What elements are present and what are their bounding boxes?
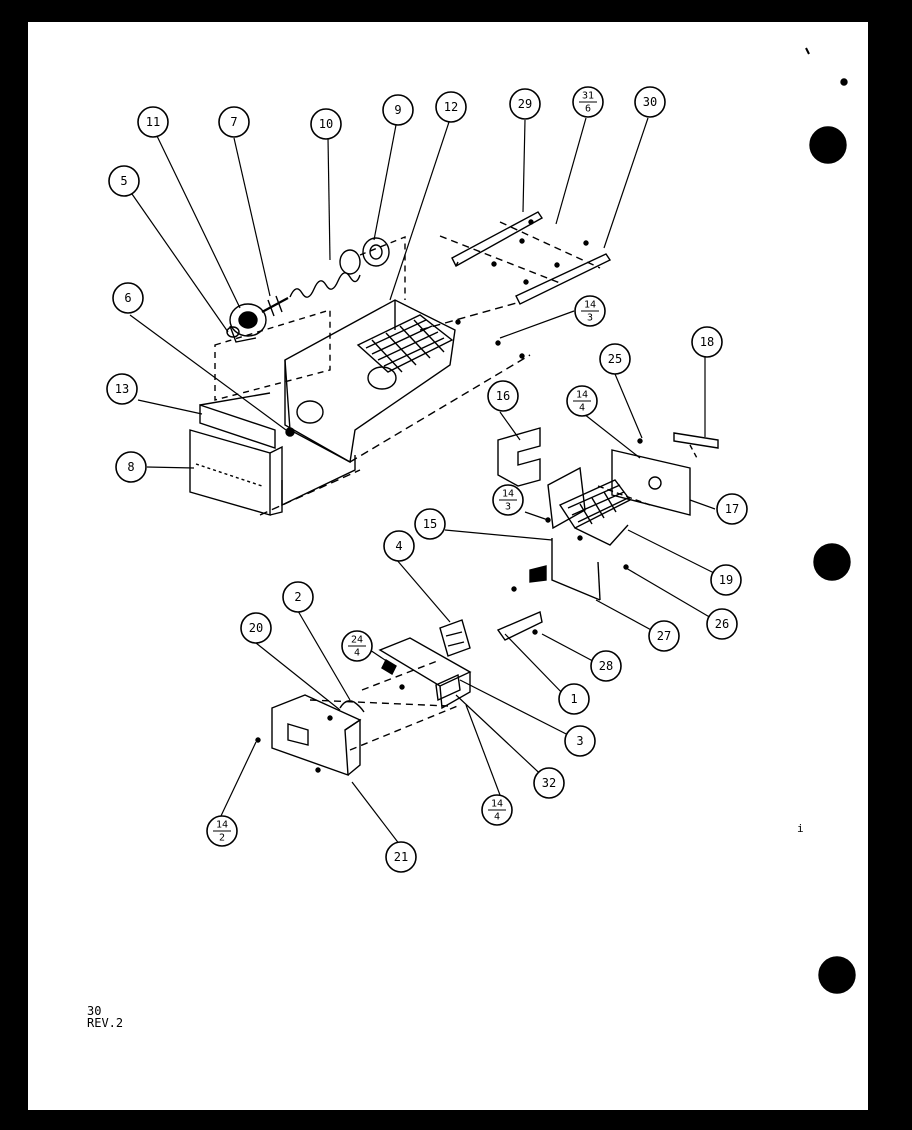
callout-numerator: 24 — [351, 635, 363, 646]
callout-12: 12 — [435, 91, 467, 123]
callout-denominator: 6 — [585, 104, 591, 115]
callout-numerator: 14 — [216, 820, 228, 831]
binder-hole-middle — [813, 543, 851, 581]
callout-label: 2 — [294, 590, 301, 604]
callout-21: 21 — [385, 841, 417, 873]
callout-15: 15 — [414, 508, 446, 540]
callout-30: 30 — [634, 86, 666, 118]
callout-8: 8 — [115, 451, 147, 483]
exploded-parts-diagram: 5 11 7 10 9 12 29 316 30 6 143 13 8 25 1… — [106, 47, 856, 994]
page-footer: 30 REV.2 — [87, 1005, 123, 1029]
callout-19: 19 — [710, 564, 742, 596]
callout-numerator: 31 — [582, 91, 594, 102]
callout-11: 11 — [137, 106, 169, 138]
slide-rails — [439, 211, 612, 305]
callout-label: 26 — [715, 617, 729, 631]
callout-6: 6 — [112, 282, 144, 314]
callout-numerator: 14 — [502, 489, 514, 500]
page-number: 30 — [87, 1004, 102, 1018]
ice-bin-assembly — [189, 235, 531, 516]
callout-label: 28 — [599, 659, 613, 673]
binder-hole-top — [809, 126, 847, 164]
callout-label: 12 — [444, 100, 458, 114]
callout-32: 32 — [533, 767, 565, 799]
callout-label: 29 — [518, 97, 532, 111]
callout-10: 10 — [310, 108, 342, 140]
callout-3: 3 — [564, 725, 596, 757]
switch-assembly — [255, 619, 472, 777]
callout-20: 20 — [240, 612, 272, 644]
callout-4: 4 — [383, 530, 415, 562]
callout-denominator: 4 — [579, 403, 585, 414]
callout-label: 16 — [496, 389, 510, 403]
callout-14-3b: 143 — [492, 484, 524, 516]
callout-27: 27 — [648, 620, 680, 652]
callout-9: 9 — [382, 94, 414, 126]
callout-label: 17 — [725, 502, 739, 516]
callout-denominator: 4 — [354, 648, 360, 659]
callout-26: 26 — [706, 608, 738, 640]
callout-16: 16 — [487, 380, 519, 412]
callout-29: 29 — [509, 88, 541, 120]
callout-label: 8 — [127, 460, 134, 474]
callout-label: 32 — [542, 776, 556, 790]
stray-mark: i — [797, 822, 804, 835]
callout-1: 1 — [558, 683, 590, 715]
callout-label: 13 — [115, 382, 129, 396]
callout-numerator: 14 — [584, 300, 596, 311]
ice-maker-assembly — [496, 427, 719, 641]
callout-24-4: 244 — [341, 630, 373, 662]
revision-label: REV.2 — [87, 1016, 124, 1030]
callout-14-4a: 144 — [566, 385, 598, 417]
callout-label: 7 — [230, 115, 237, 129]
callout-label: 1 — [570, 692, 577, 706]
callout-label: 25 — [608, 352, 622, 366]
callout-25: 25 — [599, 343, 631, 375]
callout-13: 13 — [106, 373, 138, 405]
callout-denominator: 2 — [219, 833, 225, 844]
callout-label: 3 — [576, 734, 583, 748]
leader-lines — [129, 117, 729, 846]
callout-18: 18 — [691, 326, 723, 358]
callout-label: 20 — [249, 621, 263, 635]
callout-label: 19 — [719, 573, 733, 587]
callout-label: 10 — [319, 117, 333, 131]
callout-7: 7 — [218, 106, 250, 138]
callout-14-2: 142 — [206, 815, 238, 847]
callout-label: 9 — [394, 103, 401, 117]
callout-2: 2 — [282, 581, 314, 613]
callout-label: 30 — [643, 95, 657, 109]
callout-numerator: 14 — [491, 799, 503, 810]
callouts: 5 11 7 10 9 12 29 316 30 6 143 13 8 25 1… — [106, 86, 748, 873]
binder-hole-bottom — [818, 956, 856, 994]
callout-label: 11 — [146, 115, 160, 129]
callout-28: 28 — [590, 650, 622, 682]
callout-label: 6 — [124, 291, 131, 305]
callout-label: 27 — [657, 629, 671, 643]
callout-denominator: 3 — [587, 313, 593, 324]
callout-label: 21 — [394, 850, 408, 864]
callout-denominator: 3 — [505, 502, 511, 513]
callout-label: 18 — [700, 335, 714, 349]
callout-31-6: 316 — [572, 86, 604, 118]
callout-label: 5 — [120, 174, 127, 188]
callout-14-4b: 144 — [481, 794, 513, 826]
callout-denominator: 4 — [494, 812, 500, 823]
callout-numerator: 14 — [576, 390, 588, 401]
callout-label: 4 — [395, 539, 402, 553]
callout-label: 15 — [423, 517, 437, 531]
callout-14-3a: 143 — [574, 295, 606, 327]
callout-17: 17 — [716, 493, 748, 525]
callout-5: 5 — [108, 165, 140, 197]
